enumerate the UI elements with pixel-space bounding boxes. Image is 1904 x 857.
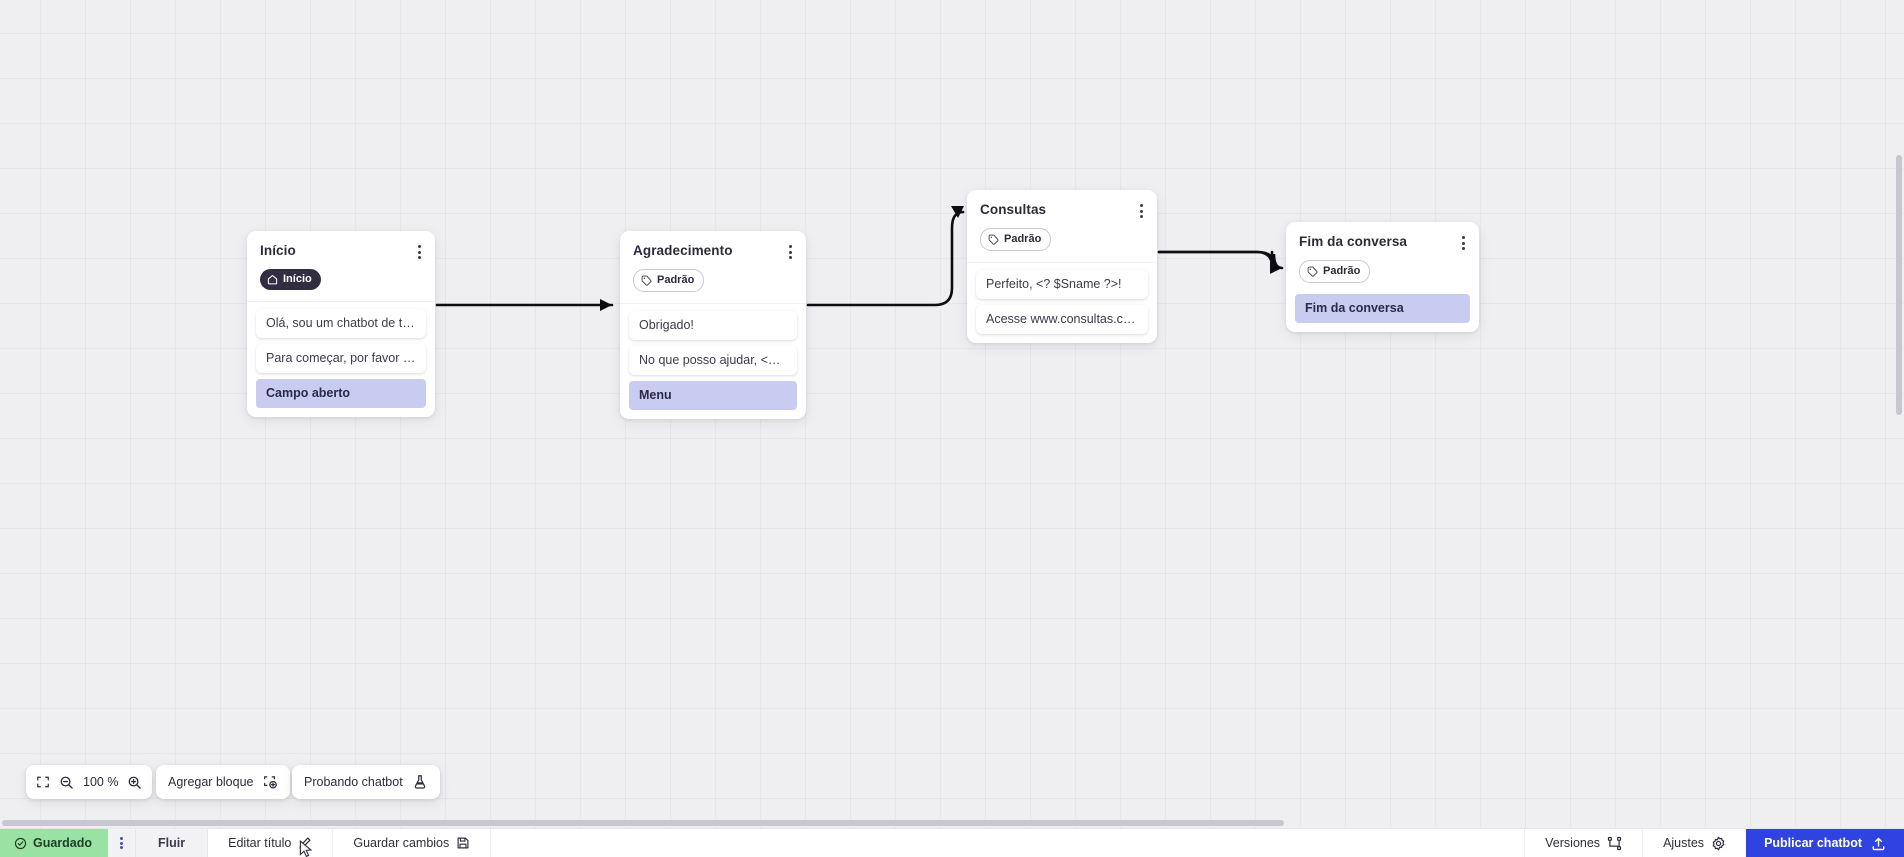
zoom-level: 100 %	[83, 775, 119, 789]
edit-title-label: Editar título	[228, 836, 292, 850]
kebab-menu-icon[interactable]	[416, 242, 423, 262]
node-header: Início	[247, 231, 435, 262]
node-message[interactable]: Acesse www.consultas.com par...	[976, 305, 1148, 334]
settings-label: Ajustes	[1663, 836, 1705, 850]
arrowhead-2	[951, 206, 964, 218]
mouse-cursor-icon	[299, 840, 313, 857]
edge-consultas-fim-elbow	[1157, 250, 1274, 267]
node-badge-row: Padrão	[620, 262, 806, 303]
zoom-out-icon[interactable]	[59, 775, 74, 790]
node-title: Início	[260, 243, 296, 258]
node-header: Agradecimento	[620, 231, 806, 262]
save-changes-label: Guardar cambios	[353, 836, 450, 850]
node-output[interactable]: Campo aberto	[256, 379, 426, 408]
test-chatbot-label: Probando chatbot	[304, 775, 403, 789]
node-badge-row: Padrão	[967, 221, 1157, 262]
node-badge-padrao[interactable]: Padrão	[980, 228, 1052, 251]
node-badge-row: Padrão	[1286, 253, 1479, 294]
node-output[interactable]: Menu	[629, 381, 797, 410]
edit-title-button[interactable]: Editar título	[208, 829, 334, 857]
node-badge-inicio[interactable]: Início	[260, 269, 321, 290]
publish-label: Publicar chatbot	[1764, 836, 1862, 850]
node-title: Consultas	[980, 202, 1047, 217]
kebab-menu-icon[interactable]	[1460, 233, 1467, 253]
tab-fluir[interactable]: Fluir	[136, 829, 313, 857]
kebab-menu-icon[interactable]	[1138, 201, 1145, 221]
statusbar-spacer	[491, 829, 1524, 857]
fullscreen-icon[interactable]	[36, 775, 50, 789]
zoom-controls: 100 %	[26, 765, 153, 799]
kebab-menu-icon[interactable]	[787, 242, 794, 262]
publish-chatbot-button[interactable]: Publicar chatbot	[1746, 829, 1904, 857]
arrowhead-1	[600, 299, 612, 311]
status-bar: Guardado Fluir Editar título Guardar cam…	[0, 828, 1904, 857]
flow-canvas[interactable]: Início Início Olá, sou um chatbot de tes…	[0, 0, 1904, 828]
node-title: Agradecimento	[633, 243, 733, 258]
home-icon	[267, 274, 278, 285]
node-message[interactable]: Olá, sou um chatbot de teste!	[256, 309, 426, 338]
check-circle-icon	[14, 837, 27, 849]
node-badge-label: Padrão	[1004, 233, 1042, 245]
node-badge-label: Início	[283, 273, 312, 285]
tag-icon	[1307, 266, 1318, 277]
status-badge-saved: Guardado	[0, 829, 109, 857]
node-message[interactable]: No que posso ajudar, <? $Sname ...	[629, 346, 797, 375]
save-changes-button[interactable]: Guardar cambios	[333, 829, 492, 857]
arrowhead-3	[1270, 262, 1282, 274]
node-badge-padrao[interactable]: Padrão	[633, 269, 705, 292]
upload-icon	[1872, 837, 1885, 850]
zoom-in-icon[interactable]	[127, 775, 142, 790]
node-header: Consultas	[967, 190, 1157, 221]
node-message[interactable]: Obrigado!	[629, 311, 797, 340]
divider	[967, 262, 1157, 263]
vertical-scrollbar[interactable]	[1896, 155, 1902, 415]
tag-icon	[641, 275, 652, 286]
saved-label: Guardado	[33, 836, 93, 850]
test-chatbot-button[interactable]: Probando chatbot	[292, 765, 440, 799]
versions-button[interactable]: Versiones	[1524, 829, 1642, 857]
node-output[interactable]: Fim da conversa	[1295, 294, 1470, 323]
status-kebab-menu-icon[interactable]	[108, 829, 137, 857]
node-title: Fim da conversa	[1299, 234, 1408, 249]
horizontal-scrollbar[interactable]	[2, 820, 1284, 826]
settings-button[interactable]: Ajustes	[1642, 829, 1746, 857]
flask-icon	[412, 774, 428, 790]
node-body: Obrigado! No que posso ajudar, <? $Sname…	[620, 311, 806, 419]
node-body: Fim da conversa	[1286, 294, 1479, 332]
tag-icon	[988, 234, 999, 245]
flow-node-agradecimento[interactable]: Agradecimento Padrão Obrigado! No que po…	[620, 231, 806, 419]
flow-node-consultas[interactable]: Consultas Padrão Perfeito, <? $Sname ?>!…	[967, 190, 1157, 343]
node-header: Fim da conversa	[1286, 222, 1479, 253]
node-badge-padrao[interactable]: Padrão	[1299, 260, 1371, 283]
node-badge-label: Padrão	[1323, 265, 1361, 277]
edge-consultas-fim	[1157, 250, 1284, 270]
node-message[interactable]: Para começar, por favor digite o ...	[256, 344, 426, 373]
add-block-icon	[262, 774, 278, 790]
edge-agradecimento-consultas	[806, 210, 965, 307]
canvas-toolbar: 100 % Agregar bloque Probando chatbot	[0, 755, 1904, 799]
statusbar-right-group: Versiones Ajustes Publicar chatbot	[1524, 829, 1904, 857]
flow-node-fim-da-conversa[interactable]: Fim da conversa Padrão Fim da conversa	[1286, 222, 1479, 332]
node-body: Olá, sou um chatbot de teste! Para começ…	[247, 309, 435, 417]
divider	[620, 303, 806, 304]
add-block-label: Agregar bloque	[168, 775, 254, 789]
flow-node-inicio[interactable]: Início Início Olá, sou um chatbot de tes…	[247, 231, 435, 417]
tab-fluir-label: Fluir	[158, 836, 186, 850]
add-block-button[interactable]: Agregar bloque	[156, 765, 291, 799]
floppy-disk-icon	[457, 837, 469, 849]
node-body: Perfeito, <? $Sname ?>! Acesse www.consu…	[967, 270, 1157, 343]
versions-label: Versiones	[1545, 836, 1601, 850]
node-badge-row: Início	[247, 262, 435, 301]
gear-icon	[1712, 836, 1725, 850]
node-badge-label: Padrão	[657, 274, 695, 286]
node-message[interactable]: Perfeito, <? $Sname ?>!	[976, 270, 1148, 299]
divider	[247, 301, 435, 302]
branch-icon	[1607, 836, 1622, 850]
